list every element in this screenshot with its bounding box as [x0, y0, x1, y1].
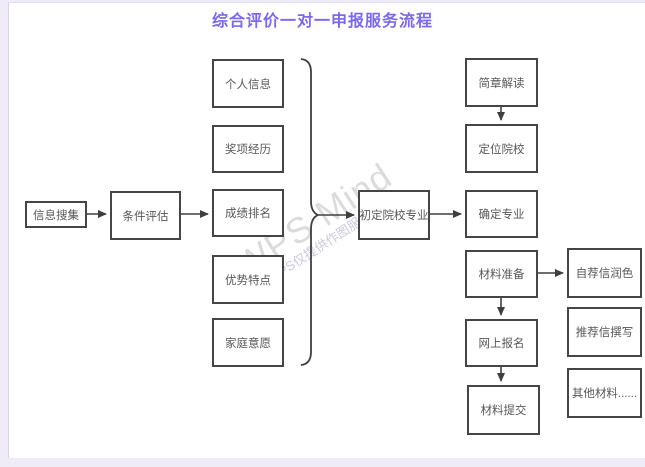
node-label: 材料准备 [478, 269, 525, 281]
grouping-brace [300, 58, 321, 366]
node-determine-major[interactable]: 确定专业 [465, 190, 538, 238]
node-condition-eval[interactable]: 条件评估 [110, 191, 181, 240]
node-label: 信息搜集 [33, 209, 79, 222]
node-label: 条件评估 [122, 210, 169, 223]
node-label: 奖项经历 [225, 144, 271, 156]
node-label: 自荐信润色 [575, 268, 634, 280]
node-personal-info[interactable]: 个人信息 [212, 59, 284, 108]
node-self-letter-polish[interactable]: 自荐信润色 [567, 248, 642, 298]
node-recommend-letter-write[interactable]: 推荐信撰写 [567, 307, 642, 357]
node-advantages[interactable]: 优势特点 [212, 255, 284, 304]
node-family-wish[interactable]: 家庭意愿 [212, 318, 284, 367]
node-material-submit[interactable]: 材料提交 [467, 385, 540, 435]
node-preliminary-school-major[interactable]: 初定院校专业 [358, 190, 430, 240]
node-label: 材料提交 [480, 405, 527, 417]
node-brochure-interpretation[interactable]: 简章解读 [465, 58, 538, 107]
node-label: 初定院校专业 [359, 210, 429, 222]
node-label: 家庭意愿 [225, 337, 271, 350]
diagram-title: 综合评价一对一申报服务流程 [211, 13, 433, 30]
node-label: 简章解读 [478, 77, 525, 90]
node-label: 确定专业 [478, 209, 525, 221]
node-material-prep[interactable]: 材料准备 [465, 250, 538, 298]
node-label: 个人信息 [225, 78, 271, 91]
node-info-collect[interactable]: 信息搜集 [25, 201, 87, 228]
node-award-experience[interactable]: 奖项经历 [212, 125, 284, 173]
node-label: 成绩排名 [225, 208, 271, 220]
node-label: 优势特点 [225, 274, 271, 287]
node-grade-ranking[interactable]: 成绩排名 [212, 189, 284, 237]
node-position-school[interactable]: 定位院校 [465, 124, 538, 173]
node-online-registration[interactable]: 网上报名 [465, 319, 538, 367]
node-label: 定位院校 [478, 143, 525, 156]
node-other-materials[interactable]: 其他材料...... [567, 368, 642, 418]
node-label: 网上报名 [478, 338, 525, 350]
node-label: 推荐信撰写 [575, 327, 634, 339]
node-label: 其他材料...... [571, 388, 638, 400]
